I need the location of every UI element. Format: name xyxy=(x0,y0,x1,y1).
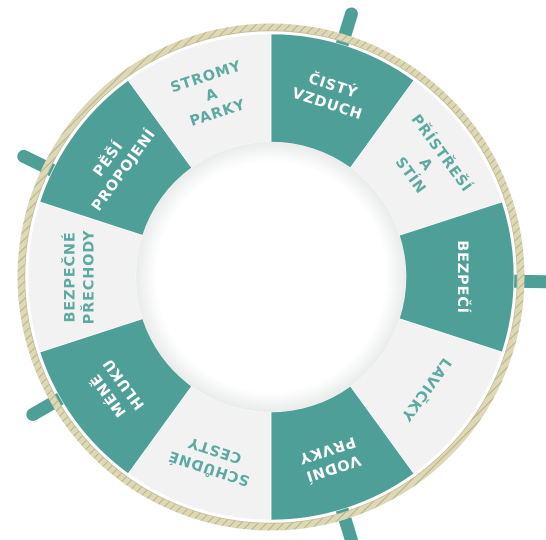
segment-label-line: BEZPEČNÉ xyxy=(61,231,79,322)
segment-label-line: PŘECHODY xyxy=(81,230,98,325)
segment-label-line: BEZPEČÍ xyxy=(454,240,472,314)
center-hole xyxy=(136,142,406,412)
segment-label-group: BEZPEČÍ xyxy=(454,240,472,314)
